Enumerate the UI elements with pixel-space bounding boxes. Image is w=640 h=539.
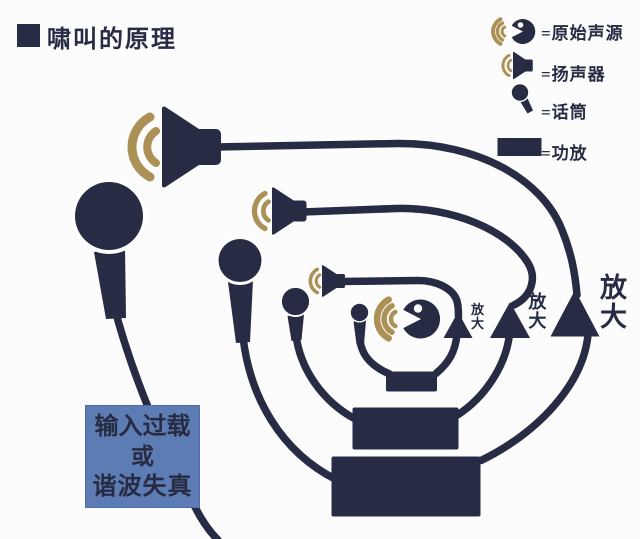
power-amp-boxes (331, 371, 481, 517)
overload-line-3: 谐波失真 (92, 473, 193, 500)
sound-source-icon (373, 296, 441, 342)
microphone-2-icon (215, 236, 265, 343)
cable-speaker3-to-amplify1 (336, 276, 463, 321)
loudspeaker-1-icon (132, 106, 221, 187)
amplify-triangle-medium (490, 302, 530, 338)
microphone-4-icon (349, 302, 370, 345)
cables (110, 139, 592, 539)
cable-mic2-to-large-amp (239, 333, 340, 484)
microphone-1-icon (71, 178, 147, 319)
cable-speaker1-to-amplify3 (213, 139, 581, 299)
legend-label-microphone: =话筒 (541, 103, 588, 122)
cable-mic4-to-small-amp (356, 336, 394, 378)
title-bullet-square (17, 24, 40, 47)
amplify-label-large: 放大 (600, 273, 628, 333)
overload-distortion-box: 输入过载 或 谐波失真 (85, 405, 200, 508)
cable-speaker2-to-amplify2 (299, 204, 537, 309)
legend-label-loudspeaker: =扬声器 (541, 65, 606, 84)
microphone-3-icon (280, 286, 311, 341)
legend-sound-source-icon (491, 17, 536, 46)
overload-line-1: 输入过载 (94, 413, 191, 440)
amplify-triangle-small (443, 312, 473, 338)
legend-label-sound-source: =原始声源 (541, 24, 624, 43)
amplify-triangles (443, 290, 600, 338)
amplify-label-small: 放大 (470, 302, 484, 332)
cable-amplify2-to-medium-amp (453, 330, 514, 419)
legend-microphone-icon (510, 82, 533, 114)
loudspeaker-3-icon (308, 263, 347, 299)
power-amp-large (331, 456, 481, 517)
overload-line-2: 或 (131, 443, 154, 469)
legend-power-amplifier-icon (497, 138, 542, 156)
cable-mic3-to-medium-amp (292, 331, 360, 424)
cable-amplify1-to-small-amp (432, 330, 461, 378)
loudspeaker-2-icon (254, 187, 306, 234)
legend-label-power-amplifier: =功放 (541, 144, 588, 163)
amplify-label-medium: 放大 (528, 292, 547, 332)
power-amp-medium (352, 407, 459, 450)
power-amp-small (386, 371, 437, 392)
amplify-triangle-large (550, 290, 600, 337)
page-title: 啸叫的原理 (47, 27, 177, 53)
legend-loudspeaker-icon (501, 50, 535, 81)
cable-amplify3-to-large-amp (477, 331, 592, 465)
